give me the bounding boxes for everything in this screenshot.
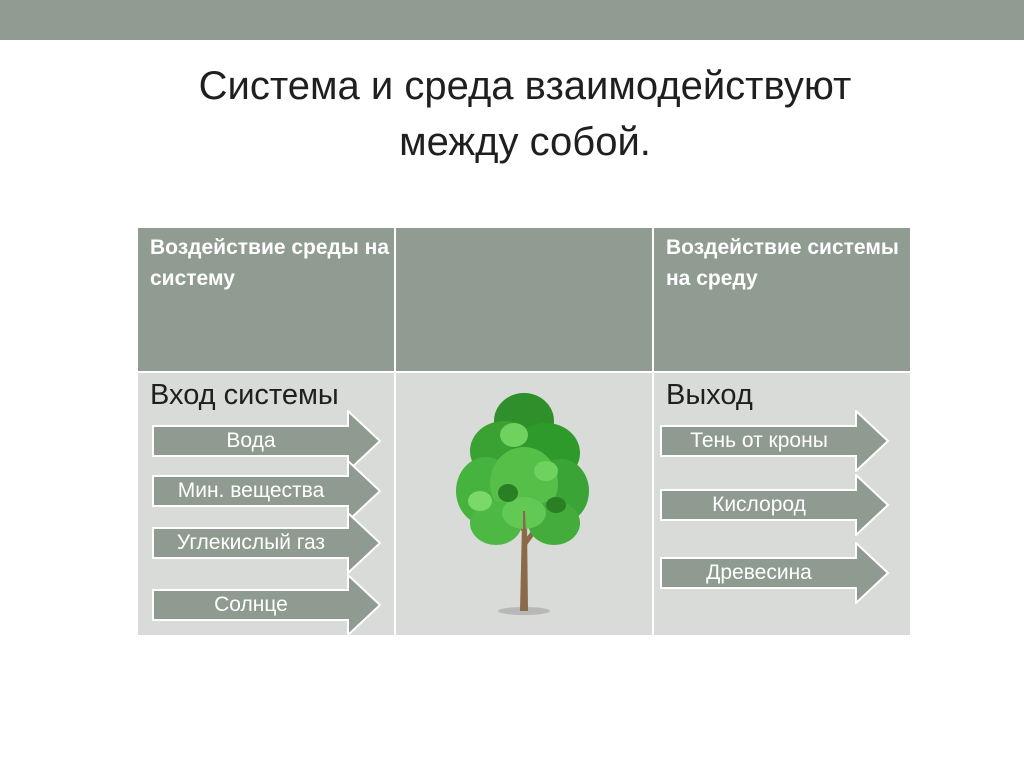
input-arrow-3-label: Углекислый газ [176, 531, 326, 554]
input-arrow-2-label: Мин. вещества [177, 479, 325, 502]
output-arrow-1-label: Тень от кроны [690, 429, 828, 452]
output-arrow-3: Древесина [660, 542, 890, 604]
output-arrow-2-label: Кислород [712, 493, 806, 516]
output-arrow-2: Кислород [660, 474, 890, 536]
slide-title: Система и среда взаимодействуют между со… [100, 58, 950, 170]
output-arrow-3-label: Древесина [706, 561, 812, 584]
output-arrow-1: Тень от кроны [660, 410, 890, 472]
slide-title-line-1: Система и среда взаимодействуют [198, 64, 852, 108]
tree-icon [456, 393, 589, 615]
arrow-shape [152, 512, 382, 574]
input-arrow-1: Вода [152, 410, 382, 472]
input-arrow-2: Мин. вещества [152, 460, 382, 522]
input-column-label: Вход системы [150, 379, 339, 411]
top-bar [0, 0, 1024, 40]
input-arrow-4: Солнце [152, 574, 382, 636]
arrow-shape [152, 410, 382, 472]
header-environment-to-system: Воздействие среды на систему [138, 228, 394, 371]
tree-cell [396, 373, 652, 635]
input-arrow-4-label: Солнце [214, 593, 288, 616]
header-left-text: Воздействие среды на систему [150, 236, 390, 290]
arrow-shape [660, 410, 890, 472]
slide-title-line-2: между собой. [399, 120, 651, 164]
arrow-shape [660, 474, 890, 536]
arrow-shape [152, 460, 382, 522]
header-system-to-environment: Воздействие системы на среду [654, 228, 910, 371]
arrow-shape [152, 574, 382, 636]
input-arrow-1-label: Вода [226, 429, 276, 452]
header-right-text: Воздействие системы на среду [666, 236, 899, 290]
input-arrow-3: Углекислый газ [152, 512, 382, 574]
arrow-shape [660, 542, 890, 604]
interaction-table: Воздействие среды на систему Воздействие… [138, 228, 910, 636]
output-column-label: Выход [666, 379, 753, 411]
header-middle [396, 228, 652, 371]
